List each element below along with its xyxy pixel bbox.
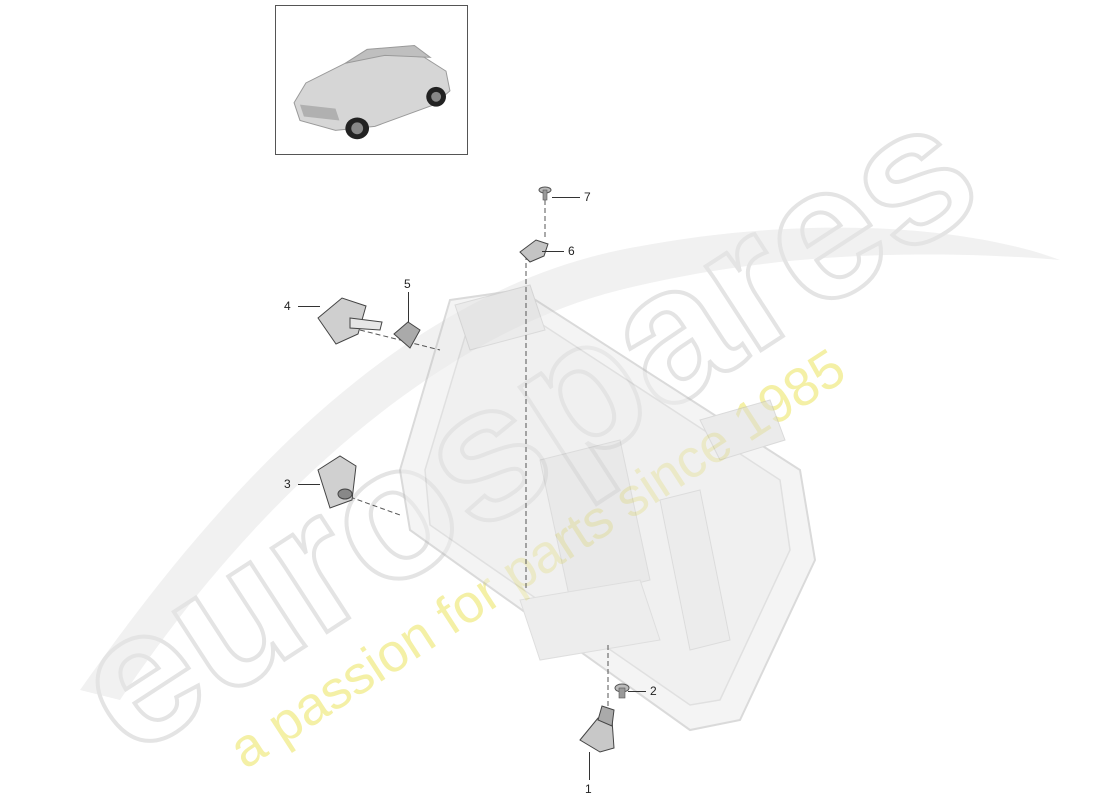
part-7-bolt[interactable] <box>538 186 552 201</box>
leader-7 <box>552 197 580 198</box>
leader-1 <box>589 752 590 780</box>
vehicle-thumbnail <box>275 5 468 155</box>
callout-6[interactable]: 6 <box>568 244 575 258</box>
callout-1[interactable]: 1 <box>585 782 592 796</box>
seat-backrest-frame <box>398 284 817 732</box>
callout-7[interactable]: 7 <box>584 190 591 204</box>
part-6-bracket[interactable] <box>519 239 549 263</box>
callout-5[interactable]: 5 <box>404 277 411 291</box>
part-1-hinge[interactable] <box>579 705 615 753</box>
part-2-bolt[interactable] <box>614 683 630 699</box>
callout-4[interactable]: 4 <box>284 299 291 313</box>
leader-2 <box>628 691 646 692</box>
callout-3[interactable]: 3 <box>284 477 291 491</box>
part-3-striker-plate[interactable] <box>317 455 357 509</box>
part-4-striker[interactable] <box>317 297 383 345</box>
leader-6 <box>542 251 564 252</box>
part-5-cover[interactable] <box>393 321 421 349</box>
leader-3 <box>298 484 320 485</box>
leader-4 <box>298 306 320 307</box>
car-icon <box>293 44 451 140</box>
leader-5 <box>408 292 409 322</box>
callout-2[interactable]: 2 <box>650 684 657 698</box>
assembly-lines <box>349 200 609 720</box>
